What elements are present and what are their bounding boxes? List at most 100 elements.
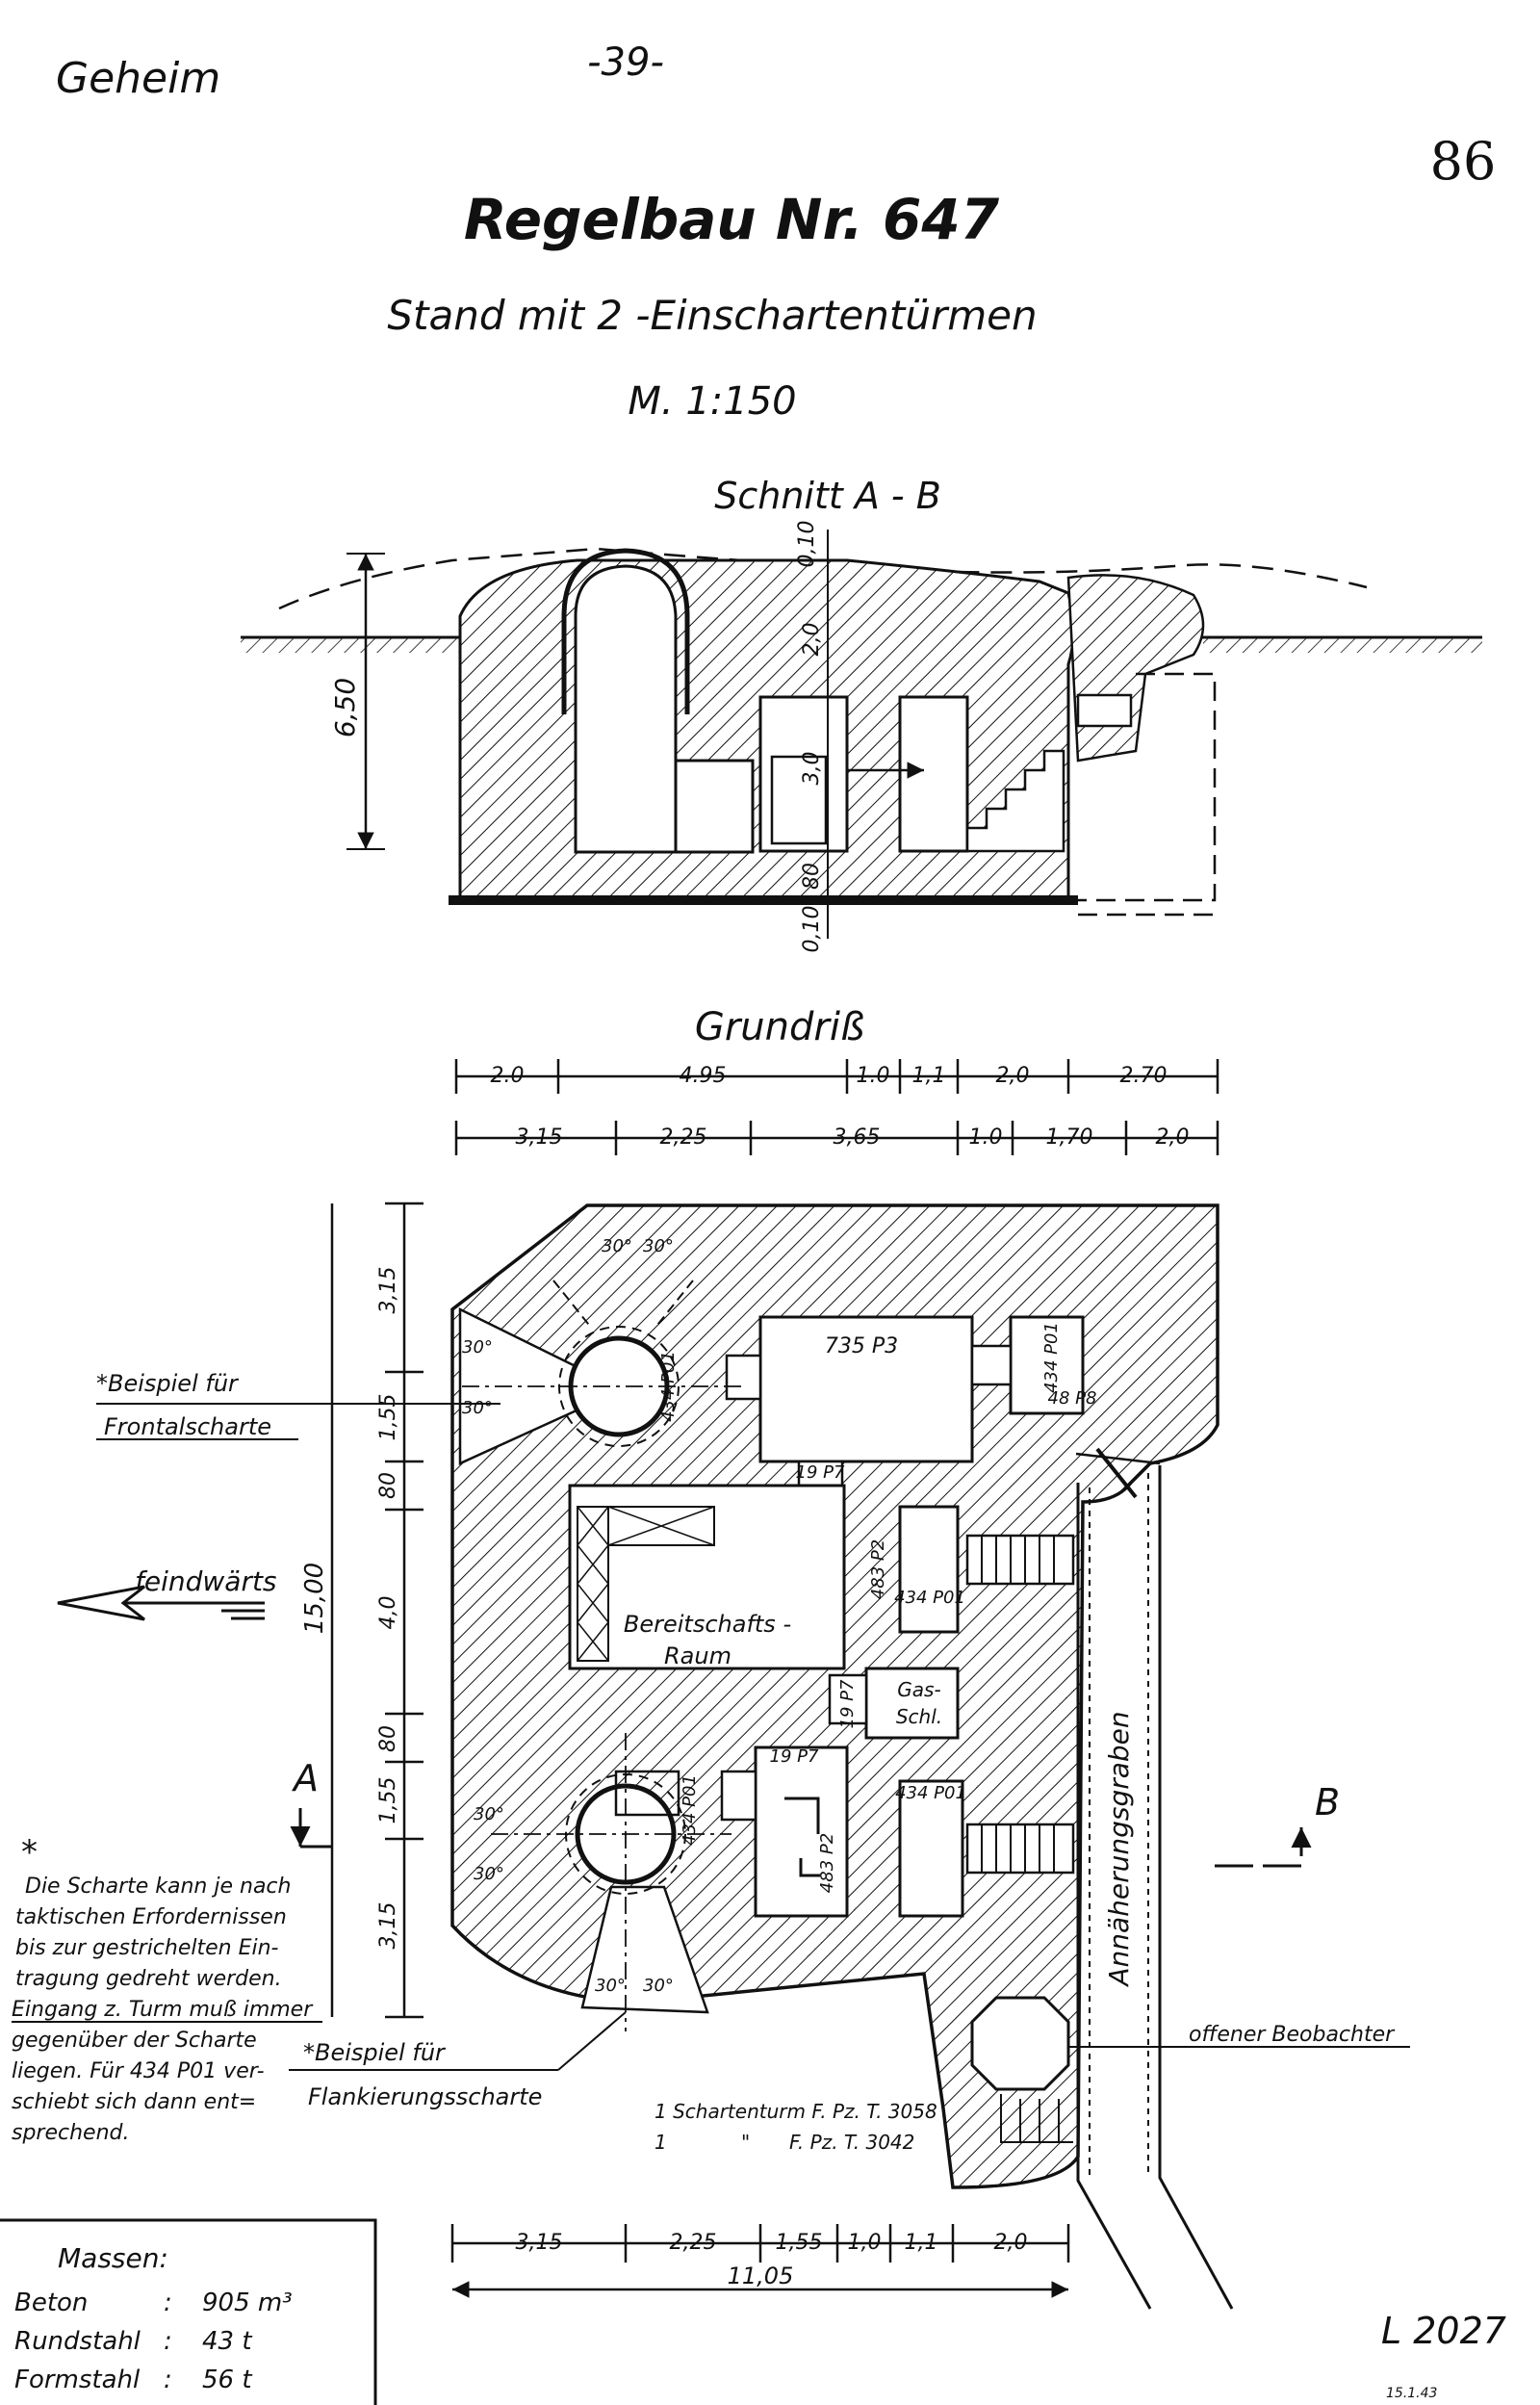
gas-lock-label-1: Gas- — [897, 1678, 940, 1701]
left-dim-f: 1,55 — [376, 1777, 400, 1824]
left-dim-g: 3,15 — [376, 1902, 400, 1950]
label-p7-mid: 19 P7 — [837, 1679, 858, 1728]
masses-row-label: Formstahl — [14, 2366, 141, 2394]
room-corridor-top — [797, 1460, 844, 1487]
top-dim-1-b: 4.95 — [680, 1064, 727, 1088]
top-dim-1-a: 2.0 — [491, 1064, 525, 1088]
bottom-dim-b: 2,25 — [670, 2231, 717, 2255]
section-dim-v1: 0,10 — [795, 521, 819, 568]
masses-heading: Massen: — [58, 2242, 168, 2274]
footnote-line-3: bis zur gestrichelten Ein- — [15, 1936, 279, 1960]
bottom-dim-c: 1,55 — [776, 2231, 823, 2255]
section-observer-slot — [1076, 693, 1133, 728]
section-mark-b-arrow — [1215, 1827, 1312, 1868]
masses-row-value: 56 t — [202, 2366, 252, 2394]
section-dim-v4: 80 — [800, 863, 824, 890]
masses-row-value: 905 m³ — [202, 2289, 293, 2317]
section-chamber-1 — [674, 759, 755, 854]
frontal-example-line1: *Beispiel für — [96, 1370, 240, 1397]
bunk-vertical-cross — [577, 1506, 609, 1662]
observer-label: offener Beobachter — [1189, 2023, 1396, 2047]
masses-row-label: Rundstahl — [14, 2327, 141, 2356]
turret-cap — [561, 548, 690, 714]
angle-label: 30° — [595, 1976, 626, 1996]
label-p01-mid: 434 P01 — [894, 1588, 965, 1608]
enemy-direction-shaft — [123, 1601, 265, 1620]
classification-label: Geheim — [56, 54, 220, 103]
room-lower-center-mark-2 — [799, 1858, 820, 1877]
top-dim-2-e: 1,70 — [1046, 1125, 1093, 1150]
room-p01-low — [898, 1779, 964, 1918]
left-dim-c: 80 — [376, 1472, 400, 1499]
turret-note-1: 1 Schartenturm F. Pz. T. 3058 — [654, 2100, 937, 2123]
flank-embrasure — [580, 1885, 709, 2014]
bottom-dim-e: 1,1 — [905, 2231, 938, 2255]
section-chamber-2 — [758, 695, 849, 853]
date-stamp: 15.1.43 — [1386, 2386, 1437, 2401]
room-p7-mid — [828, 1673, 868, 1725]
stair-upper — [965, 1534, 1075, 1586]
drawing-scale: M. 1:150 — [628, 379, 796, 424]
notes: *Beispiel für Frontalscharte *Beispiel f… — [12, 1370, 937, 2154]
page-number: -39- — [587, 40, 664, 85]
gas-lock — [864, 1667, 960, 1740]
enemy-direction-label: feindwärts — [135, 1565, 277, 1597]
angle-label: 30° — [462, 1337, 493, 1358]
ground-hatch-left — [241, 637, 460, 653]
masses-box: Massen: Beton : 905 m³ Rundstahl : 43 t … — [0, 2218, 377, 2405]
foundation-slab — [449, 895, 1078, 905]
plan-overall-height: 15,00 — [300, 1563, 329, 1634]
top-dim-2-d: 1.0 — [969, 1125, 1003, 1150]
bottom-dim-ticks — [450, 2224, 1070, 2263]
top-dim-ticks-2 — [454, 1121, 1219, 1155]
masses-row-value: 43 t — [202, 2327, 252, 2356]
bottom-dim-d: 1,0 — [848, 2231, 882, 2255]
sheet-number: 86 — [1430, 131, 1497, 192]
turret-shaft — [574, 564, 678, 854]
room-connector-turret2 — [720, 1770, 757, 1822]
room-lower-center — [754, 1746, 849, 1918]
masses-row-sep: : — [164, 2327, 172, 2356]
room-p3 — [758, 1315, 974, 1463]
footnote-line-6: gegenüber der Scharte — [12, 2029, 257, 2053]
masses-row-sep: : — [164, 2366, 172, 2394]
label-p2-upper: 483 P2 — [868, 1539, 888, 1599]
label-p3: 735 P3 — [825, 1334, 898, 1358]
drawing-code: L 2027 — [1381, 2310, 1506, 2352]
section-chamber-3 — [898, 695, 969, 853]
top-dim-1-f: 2.70 — [1120, 1064, 1168, 1088]
top-dim-1-d: 1,1 — [912, 1064, 946, 1088]
footnote-line-2: taktischen Erfordernissen — [15, 1905, 287, 1929]
angle-label: 30° — [643, 1236, 674, 1256]
section-mark-a-arrow — [300, 1808, 333, 1847]
bottom-dim-f: 2,0 — [994, 2231, 1028, 2255]
left-dim-e: 80 — [376, 1725, 400, 1752]
angle-label: 30° — [474, 1804, 504, 1824]
stair-lower — [965, 1823, 1075, 1875]
footnote-line-4: tragung gedreht werden. — [15, 1967, 282, 1991]
frontal-example-line2: Frontalscharte — [104, 1413, 271, 1440]
plan-view: Grundriß 2.0 4.95 1.0 1,1 2,0 2.70 3,15 … — [57, 1005, 1410, 2310]
flank-example-line2: Flankierungsscharte — [308, 2083, 542, 2110]
top-dim-2-f: 2,0 — [1156, 1125, 1190, 1150]
bottom-dim-a: 3,15 — [516, 2231, 563, 2255]
footnote-line-8: schiebt sich dann ent= — [12, 2090, 256, 2114]
top-dim-2-a: 3,15 — [516, 1125, 563, 1150]
top-dim-ticks-1 — [454, 1059, 1219, 1094]
left-dim-ticks — [385, 1202, 424, 2019]
gas-lock-label-2: Schl. — [896, 1705, 942, 1728]
left-dim-b: 1,55 — [376, 1394, 400, 1441]
bottom-overall: 11,05 — [728, 2263, 794, 2289]
label-p2-lower: 483 P2 — [817, 1833, 837, 1893]
top-dim-2-c: 3,65 — [834, 1125, 881, 1150]
bunk-vertical — [577, 1506, 609, 1662]
section-dim-v2: 2,0 — [800, 623, 824, 657]
section-dim-v5: 0,10 — [800, 906, 824, 953]
flank-example-leader — [557, 2011, 627, 2071]
approach-trench — [1075, 1447, 1234, 2310]
section-dim-v3: 3,0 — [800, 752, 824, 786]
room-p01-mid — [898, 1505, 960, 1634]
room-lower-center-mark — [784, 1797, 820, 1834]
angle-label: 30° — [474, 1864, 504, 1884]
